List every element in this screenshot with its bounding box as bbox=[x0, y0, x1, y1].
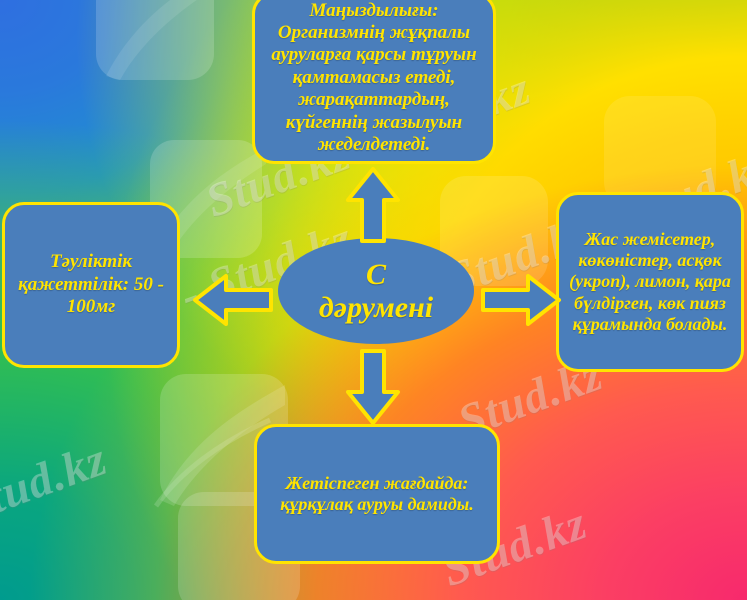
decorative-swoosh-icon bbox=[153, 385, 285, 508]
node-center-label: С дәрумені bbox=[319, 258, 433, 324]
node-daily-requirement-label: Тәуліктік қажеттілік: 50 - 100мг bbox=[18, 251, 164, 318]
node-center-line1: С bbox=[365, 258, 386, 291]
node-food-sources[interactable]: Жас жемісетер, көкөністер, асқөк (укроп)… bbox=[556, 192, 744, 372]
decorative-swoosh-icon bbox=[106, 0, 197, 80]
node-importance-label: Маңыздылығы: Организмнің жұқпалы аурулар… bbox=[271, 0, 477, 156]
node-center-line2: дәрумені bbox=[318, 291, 434, 324]
node-daily-requirement[interactable]: Тәуліктік қажеттілік: 50 - 100мг bbox=[2, 202, 180, 368]
node-importance[interactable]: Маңыздылығы: Организмнің жұқпалы аурулар… bbox=[252, 0, 496, 164]
arrow-right-icon bbox=[481, 274, 561, 326]
decorative-shape bbox=[96, 0, 214, 80]
arrow-left-icon bbox=[193, 274, 273, 326]
arrow-up-icon bbox=[346, 167, 400, 243]
node-deficiency[interactable]: Жетіспеген жағдайда: құрқұлақ ауруы дами… bbox=[254, 424, 500, 564]
node-deficiency-label: Жетіспеген жағдайда: құрқұлақ ауруы дами… bbox=[280, 472, 474, 514]
decorative-shape bbox=[604, 96, 716, 208]
arrow-down-icon bbox=[346, 349, 400, 425]
node-center-vitamin-c[interactable]: С дәрумені bbox=[278, 238, 474, 344]
node-food-sources-label: Жас жемісетер, көкөністер, асқөк (укроп)… bbox=[569, 228, 731, 334]
decorative-swoosh-icon bbox=[154, 148, 266, 258]
